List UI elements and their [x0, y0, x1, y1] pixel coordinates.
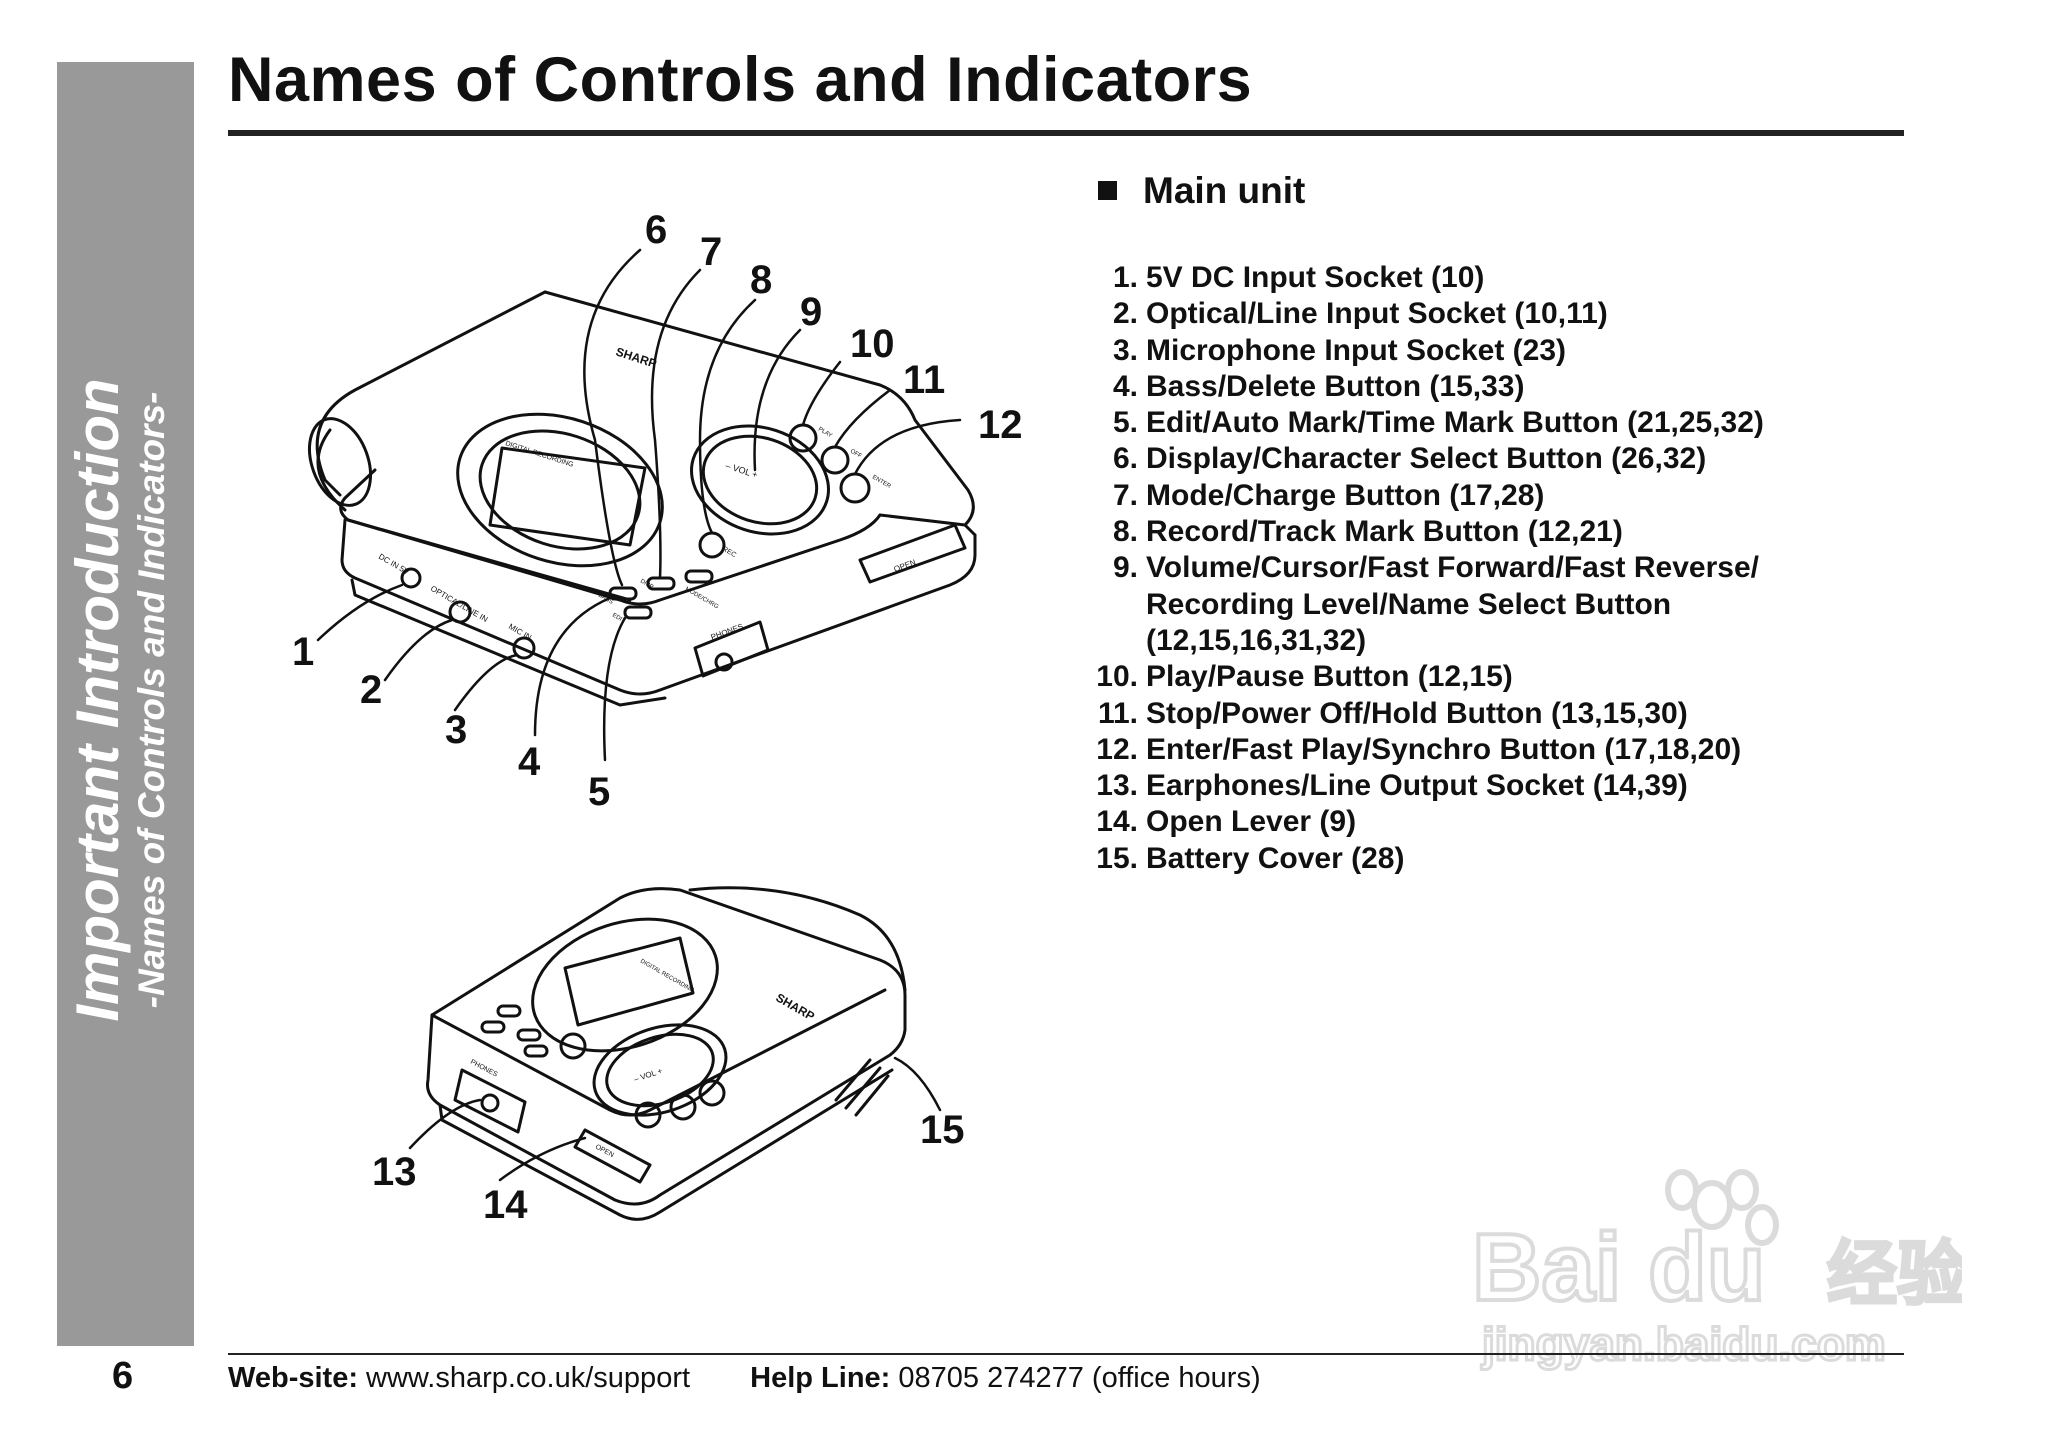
device-optical-text: OPTICAL/LINE IN — [429, 584, 490, 624]
list-item: 7.Mode/Charge Button (17,28) — [1112, 478, 1545, 512]
device-brand-text: SHARP — [614, 345, 658, 371]
list-item: 5.Edit/Auto Mark/Time Mark Button (21,25… — [1112, 406, 1764, 440]
helpline-label: Help Line: — [750, 1362, 891, 1394]
controls-list: 1.5V DC Input Socket (10) 2.Optical/Line… — [1090, 260, 1764, 877]
device-play-text: PLAY — [817, 427, 833, 440]
footer-rule — [228, 1353, 1904, 1355]
device-disp-text: DISP — [639, 579, 654, 591]
callout-label: 13 — [372, 1150, 417, 1194]
page-number: 6 — [112, 1355, 134, 1397]
device-dcin-text: DC IN 5V — [377, 552, 411, 577]
sidebar-title: Important Introduction — [64, 378, 131, 1022]
baidu-watermark: Bai du 经验 jingyan.baidu.com — [1470, 1169, 1962, 1372]
list-item: 3.Microphone Input Socket (23) — [1112, 333, 1567, 367]
list-item: 13.Earphones/Line Output Socket (14,39) — [1096, 769, 1688, 803]
bullet-square-icon — [1098, 181, 1117, 200]
list-item: 4.Bass/Delete Button (15,33) — [1112, 369, 1525, 403]
sidebar-heading: Important Introduction -Names of Control… — [64, 100, 185, 1300]
device-digital-text: DIGITAL RECORDING — [504, 440, 574, 469]
device-phones-text: PHONES — [710, 622, 745, 642]
title-rule — [228, 130, 1904, 136]
callout-label: 9 — [800, 290, 822, 334]
callout-label: 8 — [750, 258, 772, 302]
callout-label: 10 — [850, 322, 895, 366]
list-item: (12,15,16,31,32) — [1146, 623, 1367, 657]
list-item: 15.Battery Cover (28) — [1096, 841, 1405, 875]
callout-label: 12 — [978, 403, 1023, 447]
callout-label: 4 — [518, 740, 541, 784]
list-item: 6.Display/Character Select Button (26,32… — [1112, 442, 1707, 476]
list-item: 2.Optical/Line Input Socket (10,11) — [1112, 297, 1608, 331]
list-item: Recording Level/Name Select Button — [1146, 587, 1672, 621]
list-item: 10.Play/Pause Button (12,15) — [1096, 660, 1513, 694]
device-brand-text-2: SHARP — [774, 990, 817, 1023]
section-heading-text: Main unit — [1143, 170, 1306, 211]
sidebar-subtitle: -Names of Controls and Indicators- — [131, 391, 172, 1009]
list-item: 1.5V DC Input Socket (10) — [1112, 261, 1485, 294]
device-vol-text-2: – VOL + — [633, 1066, 664, 1084]
callout-label: 2 — [360, 668, 382, 712]
callout-label: 3 — [445, 708, 467, 752]
callout-label: 11 — [903, 358, 945, 402]
callout-label: 14 — [483, 1183, 528, 1227]
callout-numbers: 6 7 8 9 10 11 12 1 2 3 4 5 13 14 15 — [292, 208, 1023, 1227]
website-link[interactable]: www.sharp.co.uk/support — [366, 1362, 691, 1394]
watermark-cn: 经验 — [1827, 1233, 1962, 1315]
callout-label: 1 — [292, 630, 314, 674]
callout-label: 15 — [920, 1108, 965, 1152]
list-item: 11.Stop/Power Off/Hold Button (13,15,30) — [1097, 696, 1688, 730]
device-rec-text: REC — [721, 546, 737, 559]
callout-label: 7 — [700, 230, 722, 274]
paw-icon — [1691, 1180, 1733, 1230]
device-enter-text: ENTER — [871, 475, 892, 491]
list-item: 14.Open Lever (9) — [1096, 805, 1357, 839]
device-mode-text: MODE/CHRG — [684, 587, 720, 611]
device-illustration: SHARP DIGITAL RECORDING – VOL + DC IN 5V… — [292, 208, 1023, 1227]
helpline-number: 08705 274277 (office hours) — [898, 1362, 1261, 1394]
device-open-text: OPEN — [893, 558, 918, 574]
section-sidebar — [57, 62, 194, 1346]
callout-label: 6 — [645, 208, 667, 252]
footer: Web-site: www.sharp.co.uk/support Help L… — [228, 1362, 1261, 1395]
leader-lines-top — [316, 248, 962, 762]
page-title: Names of Controls and Indicators — [228, 45, 1253, 115]
section-heading: Main unit — [1098, 170, 1305, 212]
callout-label: 5 — [588, 770, 610, 814]
list-item: 12.Enter/Fast Play/Synchro Button (17,18… — [1096, 732, 1742, 766]
watermark-url: jingyan.baidu.com — [1481, 1318, 1886, 1370]
device-off-text: OFF — [849, 449, 863, 460]
device-angled-view: SHARP PHONES OPEN – VOL + DIGITAL RECORD… — [426, 886, 907, 1221]
watermark-brand: Bai du — [1472, 1214, 1765, 1321]
leader-lines-bottom — [408, 1056, 942, 1182]
list-item: 8.Record/Track Mark Button (12,21) — [1112, 515, 1623, 549]
website-label: Web-site: — [228, 1362, 358, 1394]
list-item: 9.Volume/Cursor/Fast Forward/Fast Revers… — [1112, 551, 1759, 585]
